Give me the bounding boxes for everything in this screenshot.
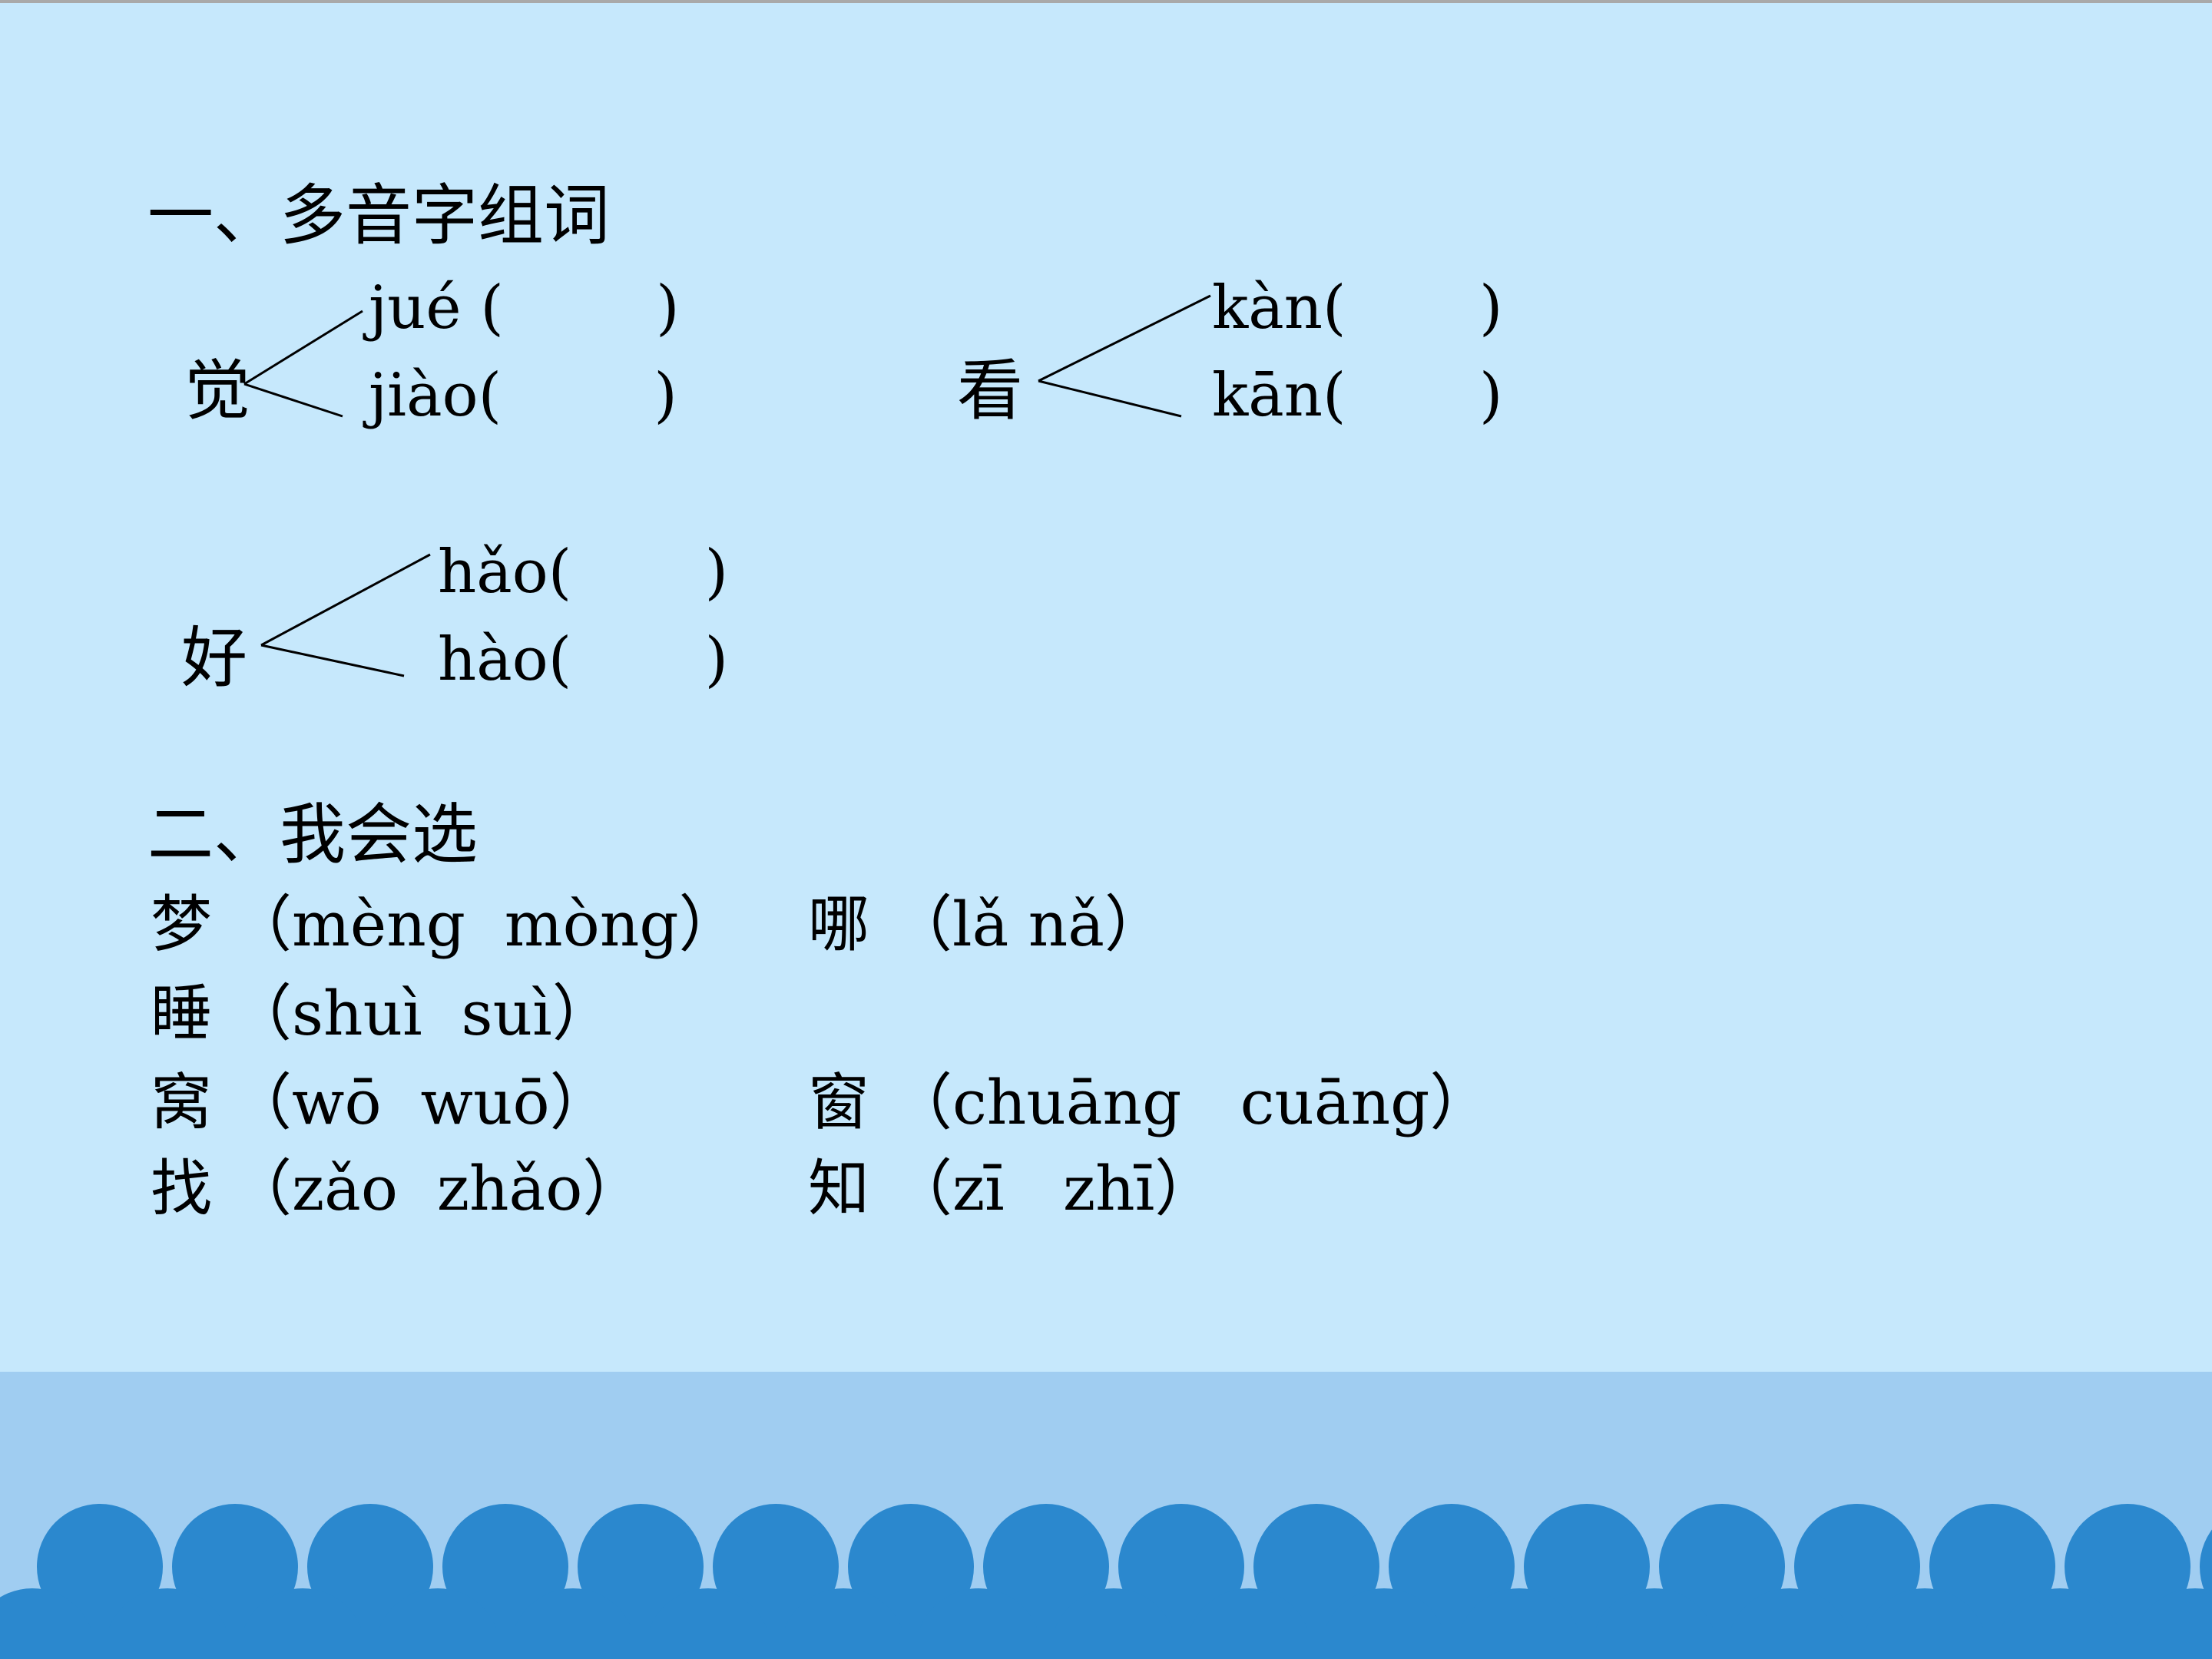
wave-bump <box>848 1504 974 1630</box>
wave-bump <box>442 1504 568 1630</box>
wave-bump <box>1659 1504 1785 1630</box>
choice-chuang-char: 窗 <box>808 1067 869 1138</box>
jue-lower-line <box>243 382 343 418</box>
hao-lower-line <box>260 644 405 677</box>
hao-upper-line <box>260 553 431 647</box>
wave-bump <box>578 1504 704 1630</box>
wave-bump <box>2065 1504 2190 1630</box>
kan-lower-line <box>1038 379 1182 418</box>
reading-jiao: jiào( ) <box>369 361 677 430</box>
wave-bump <box>1524 1504 1650 1630</box>
choice-zhao-options: （zǎo zhǎo） <box>230 1153 644 1224</box>
choice-zhi-options: （zī zhī） <box>891 1153 1217 1224</box>
section2-heading: 二、我会选 <box>147 796 478 873</box>
choice-shui-char: 睡 <box>151 978 212 1049</box>
wave-base <box>0 1628 2212 1659</box>
wave-bump <box>1389 1504 1515 1630</box>
char-hao: 好 <box>181 620 247 697</box>
char-jue: 觉 <box>184 353 250 429</box>
choice-chuang-options: （chuāng cuāng） <box>891 1067 1492 1138</box>
wave-bump <box>37 1504 163 1630</box>
choice-shui-options: （shuì suì） <box>230 978 614 1049</box>
choice-meng-options: （mèng mòng） <box>230 889 740 960</box>
wave-bump <box>983 1504 1109 1630</box>
wave-bump <box>1929 1504 2055 1630</box>
wave-bump <box>1118 1504 1244 1630</box>
reading-kan4: kàn( ) <box>1212 273 1503 343</box>
choice-zhi-char: 知 <box>808 1153 869 1224</box>
wave-bump <box>1794 1504 1920 1630</box>
reading-kan1: kān( ) <box>1212 361 1503 430</box>
wave-bump <box>1253 1504 1379 1630</box>
reading-hao4: hào( ) <box>438 625 729 694</box>
choice-meng-char: 梦 <box>151 889 212 960</box>
jue-upper-line <box>243 310 363 386</box>
wave-bump <box>172 1504 298 1630</box>
wave-bump <box>2200 1529 2212 1604</box>
wave-bump <box>307 1504 433 1630</box>
kan-upper-line <box>1038 294 1211 382</box>
bracket-lines <box>243 294 1211 677</box>
choice-na-char: 哪 <box>808 889 869 960</box>
section1-heading: 一、多音字组词 <box>147 177 610 254</box>
choice-zhao-char: 找 <box>151 1153 212 1224</box>
reading-hao3: hǎo( ) <box>438 538 729 607</box>
top-border <box>0 0 2212 3</box>
choice-wo-char: 窝 <box>151 1067 212 1138</box>
choice-na-options: （lǎ nǎ） <box>891 889 1166 960</box>
char-kan: 看 <box>957 353 1023 429</box>
wave-bump <box>713 1504 839 1630</box>
reading-jue: jué ( ) <box>369 273 680 343</box>
choice-wo-options: （wō wuō） <box>230 1067 611 1138</box>
wave-pattern <box>0 1504 2212 1659</box>
